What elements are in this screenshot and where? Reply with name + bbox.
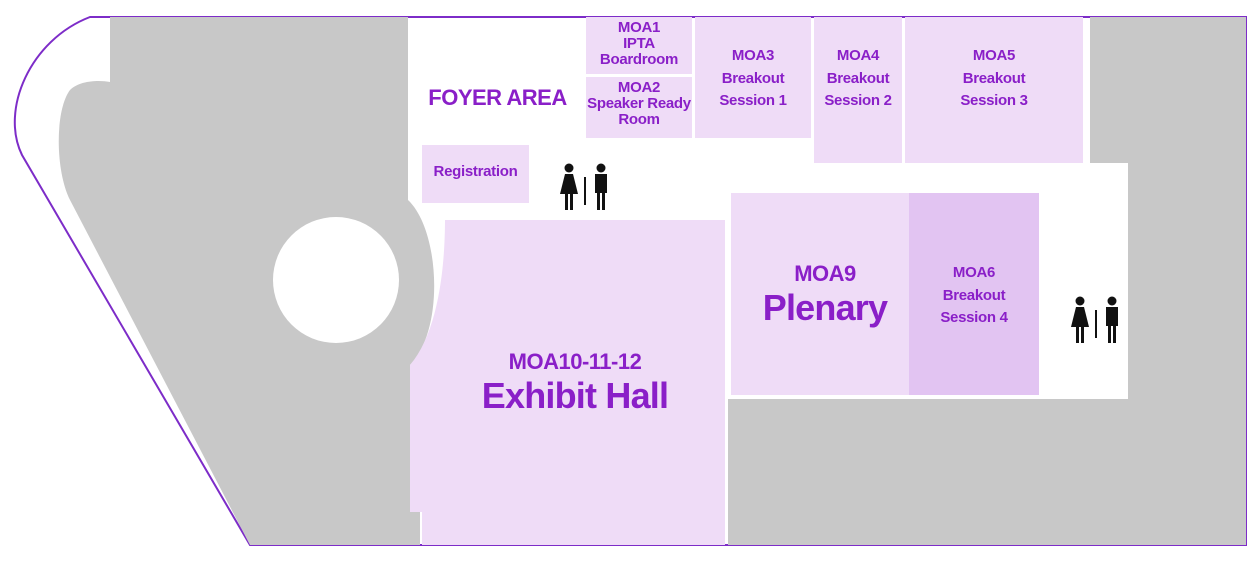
label-moa2: MOA2 Speaker Ready Room <box>582 80 696 127</box>
registration-text: Registration <box>433 163 518 180</box>
room-moa1[interactable] <box>586 17 692 74</box>
room-moa3[interactable] <box>695 17 811 138</box>
restroom-icon <box>1071 296 1118 343</box>
moa5-desc: Session 3 <box>960 92 1028 109</box>
moa4-code: MOA4 <box>836 47 880 64</box>
room-moa2[interactable] <box>586 77 692 138</box>
moa1-code: MOA1 <box>617 19 661 36</box>
label-registration: Registration <box>422 164 529 180</box>
room-moa6[interactable] <box>909 193 1039 395</box>
moa6-name: Breakout <box>942 286 1006 304</box>
moa6-code: MOA6 <box>952 264 996 281</box>
moa6-desc: Session 4 <box>940 309 1008 326</box>
label-moa1: MOA1 IPTA Boardroom <box>586 20 692 67</box>
moa4-desc: Session 2 <box>824 92 892 109</box>
moa1-desc: Boardroom <box>599 50 679 68</box>
moa5-name: Breakout <box>962 69 1026 87</box>
foyer-text: FOYER AREA <box>428 85 567 110</box>
restroom-icon <box>560 163 607 210</box>
building-block-southeast <box>728 399 1246 545</box>
building-block-east-lower <box>1128 163 1246 399</box>
moa3-desc: Session 1 <box>719 92 787 109</box>
moa9-name: Plenary <box>762 287 888 329</box>
label-moa5: MOA5 Breakout Session 3 <box>905 45 1083 113</box>
label-foyer-area: FOYER AREA <box>425 86 570 109</box>
service-corridor <box>1070 365 1128 399</box>
label-moa9: MOA9 Plenary <box>731 262 919 327</box>
moa1-name: IPTA <box>623 34 655 52</box>
roundabout <box>273 217 399 343</box>
building-block-east <box>1090 17 1246 163</box>
label-moa10-11-12: MOA10-11-12 Exhibit Hall <box>440 350 710 415</box>
moa5-code: MOA5 <box>972 47 1016 64</box>
moa10-name: Exhibit Hall <box>481 375 669 417</box>
moa2-code: MOA2 <box>617 79 661 96</box>
moa3-code: MOA3 <box>731 47 775 64</box>
room-moa9[interactable] <box>731 193 909 395</box>
moa10-code: MOA10-11-12 <box>508 349 642 374</box>
label-moa6: MOA6 Breakout Session 4 <box>909 262 1039 330</box>
room-registration[interactable] <box>422 145 529 203</box>
moa9-code: MOA9 <box>794 261 856 286</box>
label-moa3: MOA3 Breakout Session 1 <box>695 45 811 113</box>
room-moa5[interactable] <box>905 17 1083 163</box>
moa4-name: Breakout <box>826 69 890 87</box>
moa2-name: Speaker Ready <box>587 94 691 112</box>
moa3-name: Breakout <box>721 69 785 87</box>
room-moa10-11-12[interactable] <box>410 220 725 545</box>
building-block-west <box>58 17 435 545</box>
room-moa4[interactable] <box>814 17 902 163</box>
label-moa4: MOA4 Breakout Session 2 <box>814 45 902 113</box>
moa2-desc: Room <box>618 110 660 128</box>
